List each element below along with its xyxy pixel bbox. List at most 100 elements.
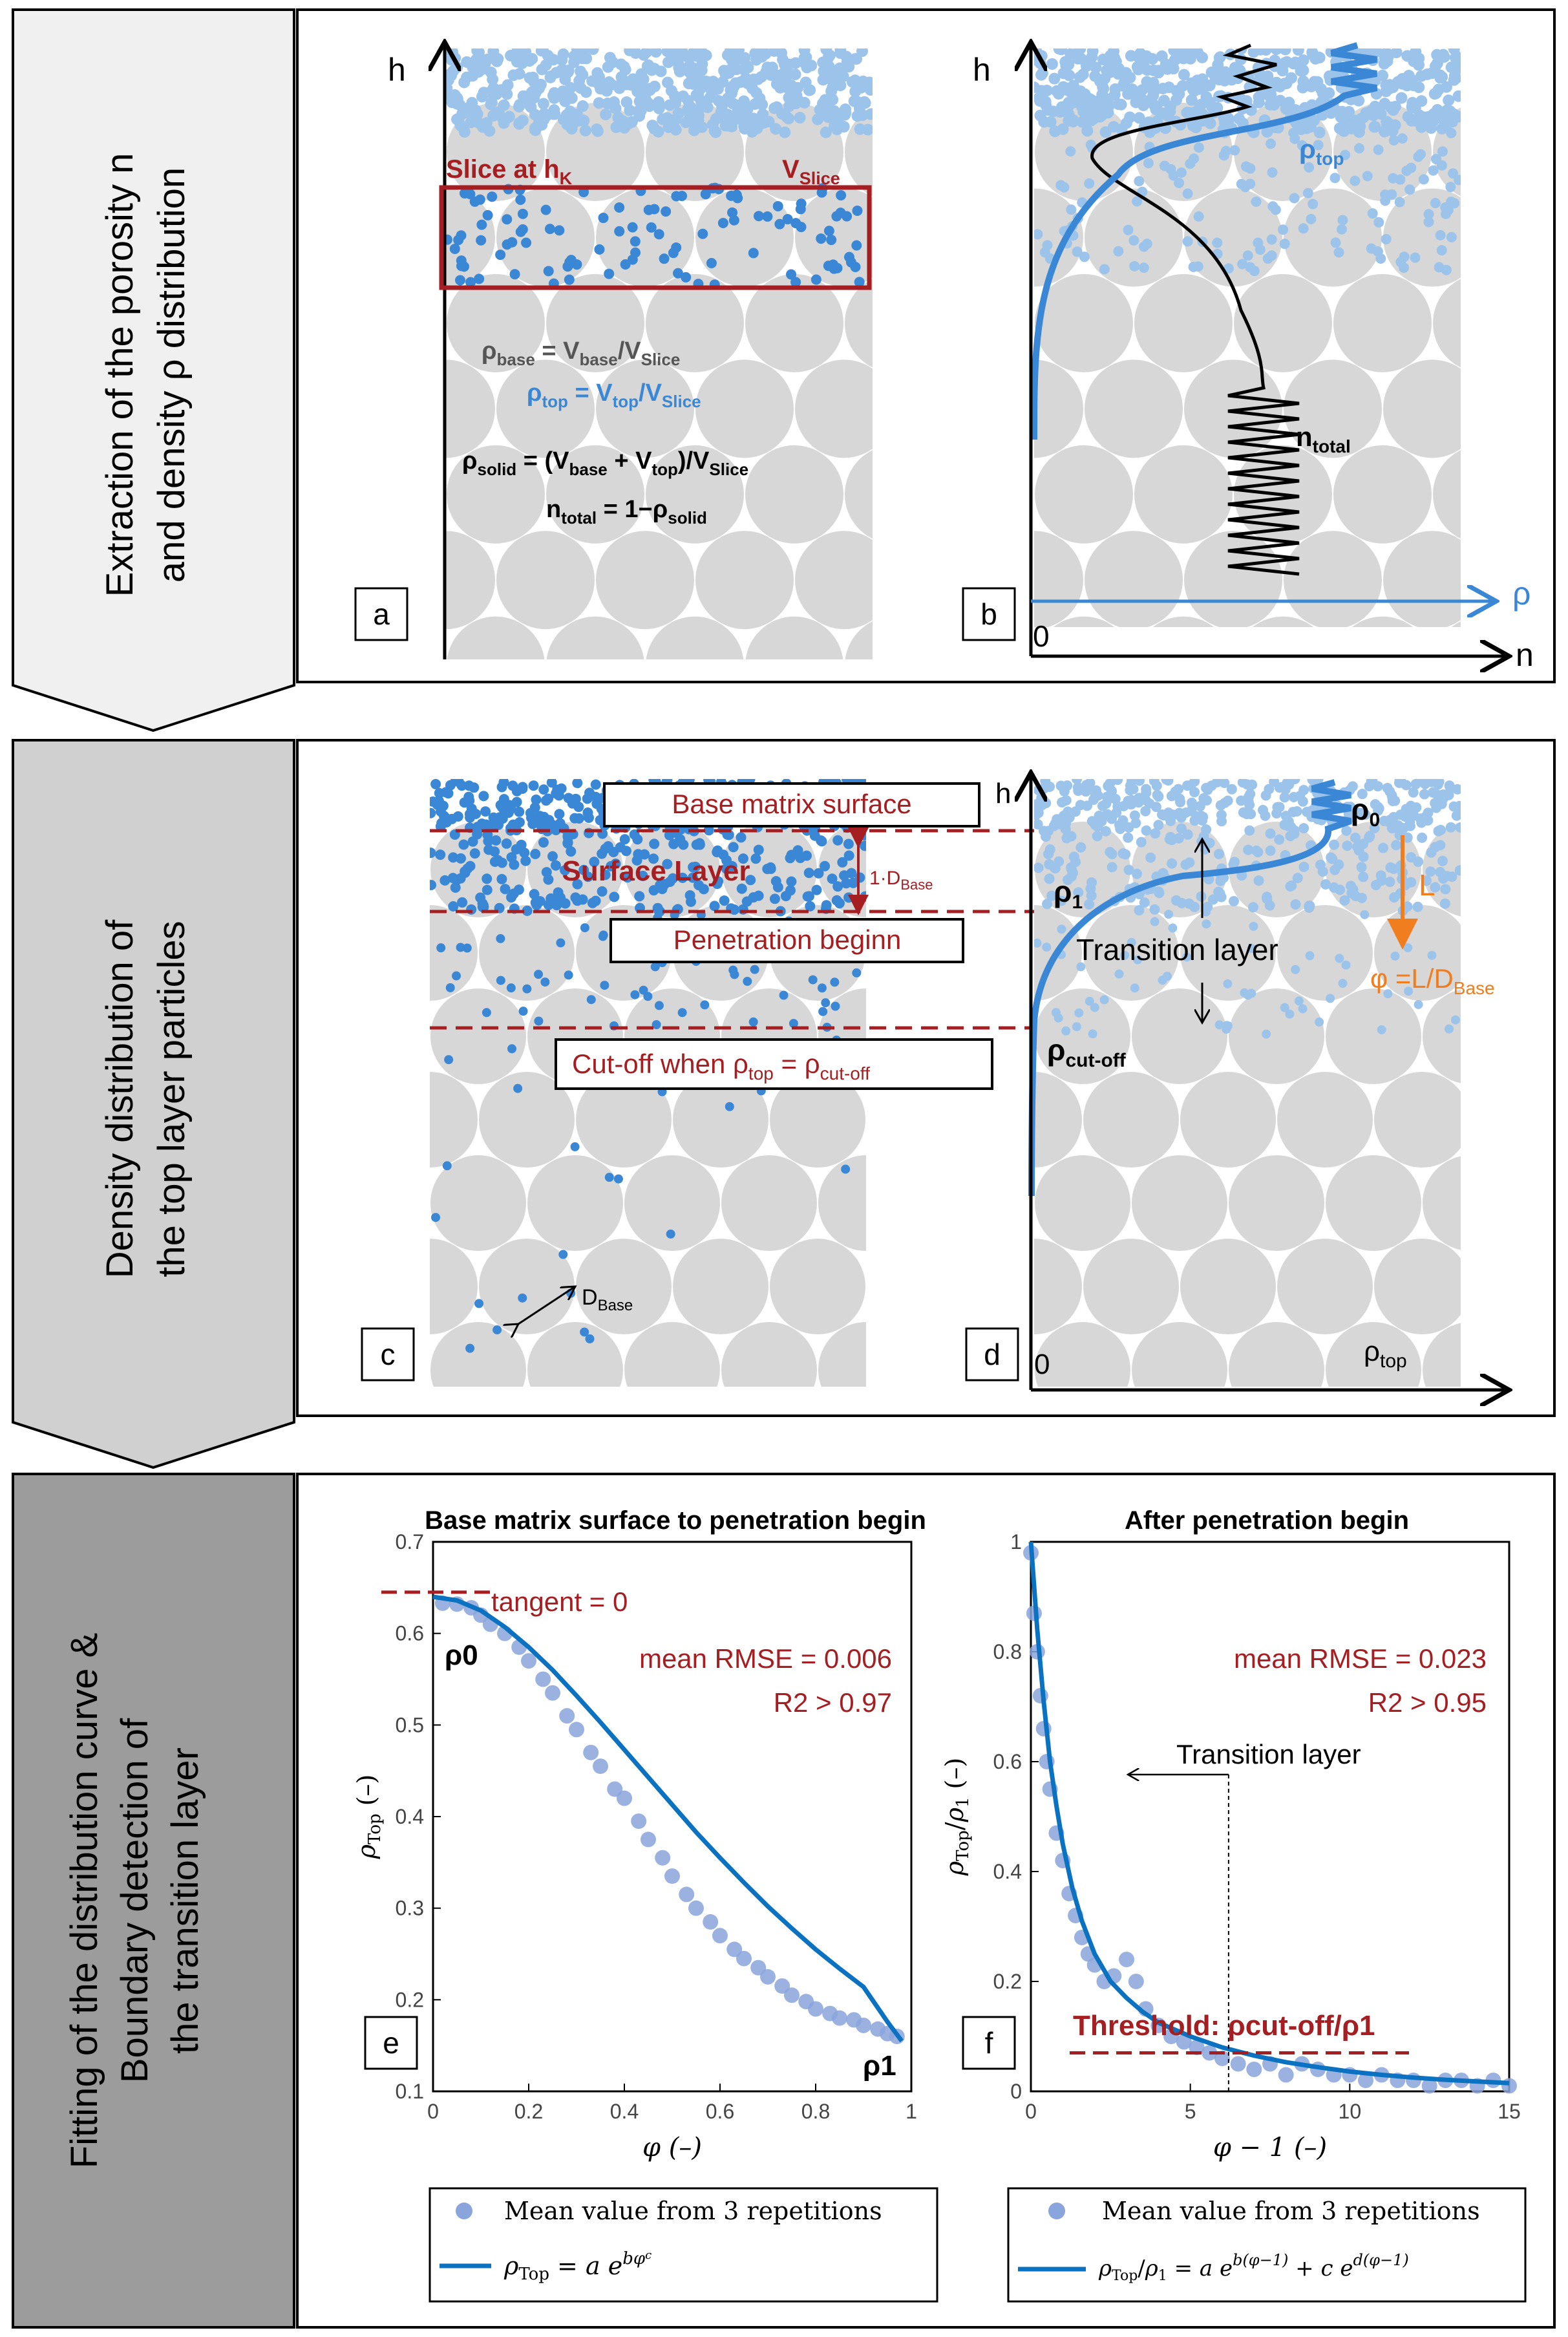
top-particle (1390, 951, 1400, 961)
top-particle (1125, 780, 1136, 791)
top-particle (1407, 80, 1419, 92)
top-particle (1066, 831, 1077, 842)
top-particle (1382, 50, 1394, 63)
top-particle (1173, 784, 1184, 795)
top-particle (1149, 779, 1160, 786)
top-particle (1034, 109, 1046, 122)
top-particle (1174, 178, 1185, 189)
top-particle (1127, 795, 1138, 806)
top-particle (743, 977, 752, 987)
top-particle (812, 113, 824, 125)
top-particle (1072, 1022, 1081, 1032)
panel-d-origin: 0 (1034, 1349, 1050, 1380)
top-particle (1044, 873, 1055, 884)
legend-f-fit-label: ρTop/ρ1 = a eb(φ−1) + c ed(φ−1) (1098, 2251, 1409, 2284)
top-particle (1411, 52, 1423, 65)
top-particle (717, 217, 728, 228)
base-particle (845, 621, 873, 659)
top-particle (600, 843, 611, 854)
top-particle (762, 864, 773, 875)
orange-phi-eq: φ =L/DBase (1370, 963, 1495, 998)
top-particle (1057, 924, 1066, 934)
top-particle (753, 890, 764, 901)
top-particle (1439, 898, 1450, 909)
panel-d: L φ =L/DBase h 0 ρtop ρ0 ρ1 Transition l… (965, 774, 1518, 1418)
top-particle (1229, 895, 1240, 906)
top-particle (685, 896, 696, 907)
top-particle (1372, 246, 1383, 257)
top-particle (1247, 988, 1256, 998)
base-particle (935, 274, 1033, 372)
base-particle (1433, 450, 1461, 539)
top-particle (813, 868, 824, 879)
top-particle (769, 893, 780, 904)
top-particle (1262, 70, 1274, 82)
top-particle (854, 277, 865, 288)
top-particle (1431, 802, 1442, 813)
top-particle (589, 857, 600, 868)
top-particle (753, 211, 764, 222)
top-particle (1435, 867, 1446, 878)
top-particle (1326, 994, 1335, 1003)
top-particle (564, 105, 576, 118)
base-particle (770, 1072, 865, 1168)
top-particle (1118, 800, 1129, 811)
top-particle (822, 52, 834, 64)
top-particle (820, 860, 831, 871)
top-particle (1136, 93, 1148, 105)
top-particle (1360, 910, 1370, 919)
top-particle (758, 117, 770, 129)
top-particle (649, 204, 660, 215)
top-particle (792, 81, 804, 94)
top-particle (785, 853, 796, 864)
top-particle (1341, 960, 1351, 970)
top-particle (630, 247, 641, 258)
top-particle (444, 1055, 454, 1065)
y-tick-label: 0.4 (993, 1860, 1022, 1883)
top-particle (1182, 236, 1193, 247)
top-particle (830, 977, 840, 987)
data-point (712, 1928, 728, 1944)
rho-top-curve (1031, 42, 1378, 440)
top-particle (818, 1007, 828, 1016)
base-particle (447, 273, 545, 372)
top-particle (1110, 793, 1121, 804)
top-particle (1333, 247, 1344, 258)
top-particle (1129, 810, 1140, 821)
base-particle (1423, 989, 1461, 1083)
base-particle (1229, 1155, 1324, 1251)
vslice-label: VSlice (782, 155, 840, 188)
top-particle (703, 825, 714, 836)
top-particle (1171, 48, 1183, 57)
x-tick-label: 0.4 (610, 2100, 639, 2123)
top-particle (442, 1161, 452, 1171)
panel-c-label: c (381, 1338, 396, 1371)
top-particle (558, 1250, 568, 1259)
top-particle (1449, 198, 1460, 209)
top-particle (1302, 187, 1313, 198)
top-particle (457, 897, 468, 908)
top-particle (1352, 807, 1363, 818)
data-point (784, 1987, 800, 2003)
panel-b-n-total-label: ntotal (1296, 422, 1351, 456)
top-particle (455, 275, 466, 286)
top-particle (1136, 837, 1147, 848)
base-particle (1451, 621, 1461, 627)
top-particle (796, 222, 807, 233)
top-particle (1282, 779, 1293, 788)
top-particle (1133, 112, 1145, 124)
top-particle (821, 998, 831, 1008)
top-particle (550, 860, 561, 871)
top-particle (1444, 1024, 1454, 1034)
y-tick-label: 0 (1010, 2080, 1022, 2103)
top-particle (622, 872, 633, 883)
base-particle (1152, 616, 1214, 627)
top-particle (1369, 822, 1380, 833)
top-particle (483, 125, 496, 137)
row2-title-line1: Density distribution of (99, 919, 141, 1278)
top-particle (1099, 72, 1111, 85)
legend-f-box (1007, 2187, 1527, 2303)
data-point (1501, 2078, 1517, 2094)
top-particle (1390, 795, 1401, 806)
top-particle (487, 48, 500, 58)
